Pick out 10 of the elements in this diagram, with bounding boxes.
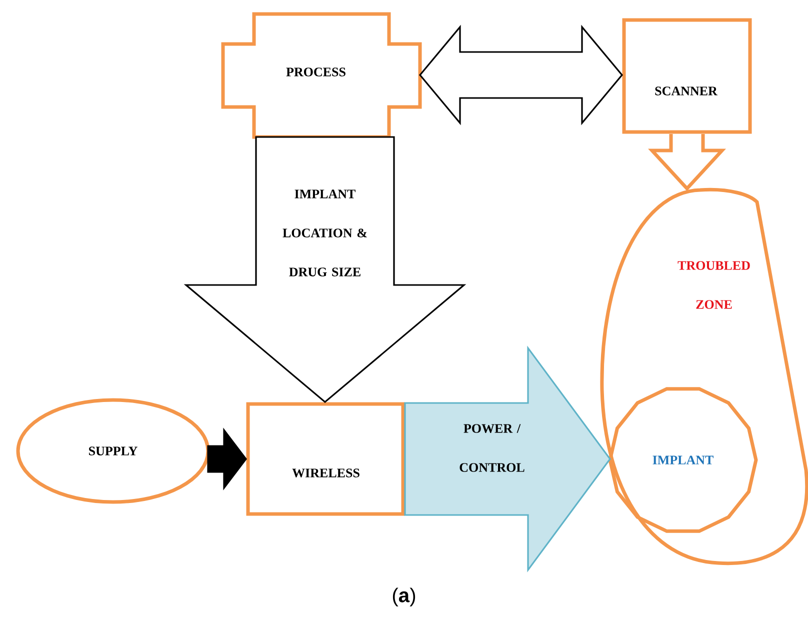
block-arrow [184,136,466,404]
scanner-box: SCANNER [622,18,752,134]
edge-label: POWER / CONTROL [460,424,524,472]
process-box: PROCESS [221,12,422,139]
caption: (a) [392,588,416,606]
wireless-box: WIRELESS [246,402,405,516]
callout-arrow [648,132,726,192]
small-arrow [207,428,247,490]
block-arrow [404,346,611,572]
edge-label: IMPLANT LOCATION & DRUG SIZE [282,190,367,276]
